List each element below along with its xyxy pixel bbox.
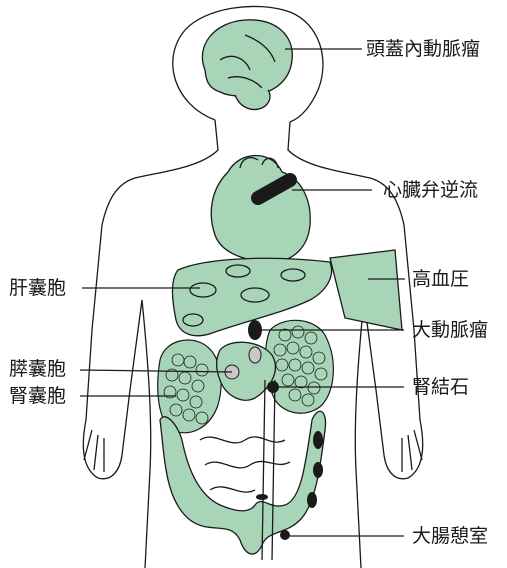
label-liver-cyst: 肝囊胞 [9, 277, 66, 299]
label-aortic-aneurysm: 大動脈瘤 [412, 319, 488, 341]
label-diverticulum: 大腸憩室 [412, 525, 488, 547]
pancreas-aorta-marker [249, 347, 261, 363]
label-kidney-stone: 腎結石 [412, 376, 469, 398]
label-brain-aneurysm: 頭蓋內動脈瘤 [366, 38, 480, 60]
label-hypertension: 高血圧 [412, 268, 469, 290]
arm-band [330, 250, 402, 330]
brain-icon [202, 20, 292, 110]
label-heart-valve: 心臓弁逆流 [383, 179, 478, 201]
label-pancreatic-cyst: 膵囊胞 [9, 358, 66, 380]
aortic-aneurysm-lesion [248, 320, 262, 340]
heart-icon [211, 156, 310, 263]
label-kidney-cyst: 腎囊胞 [9, 385, 66, 407]
